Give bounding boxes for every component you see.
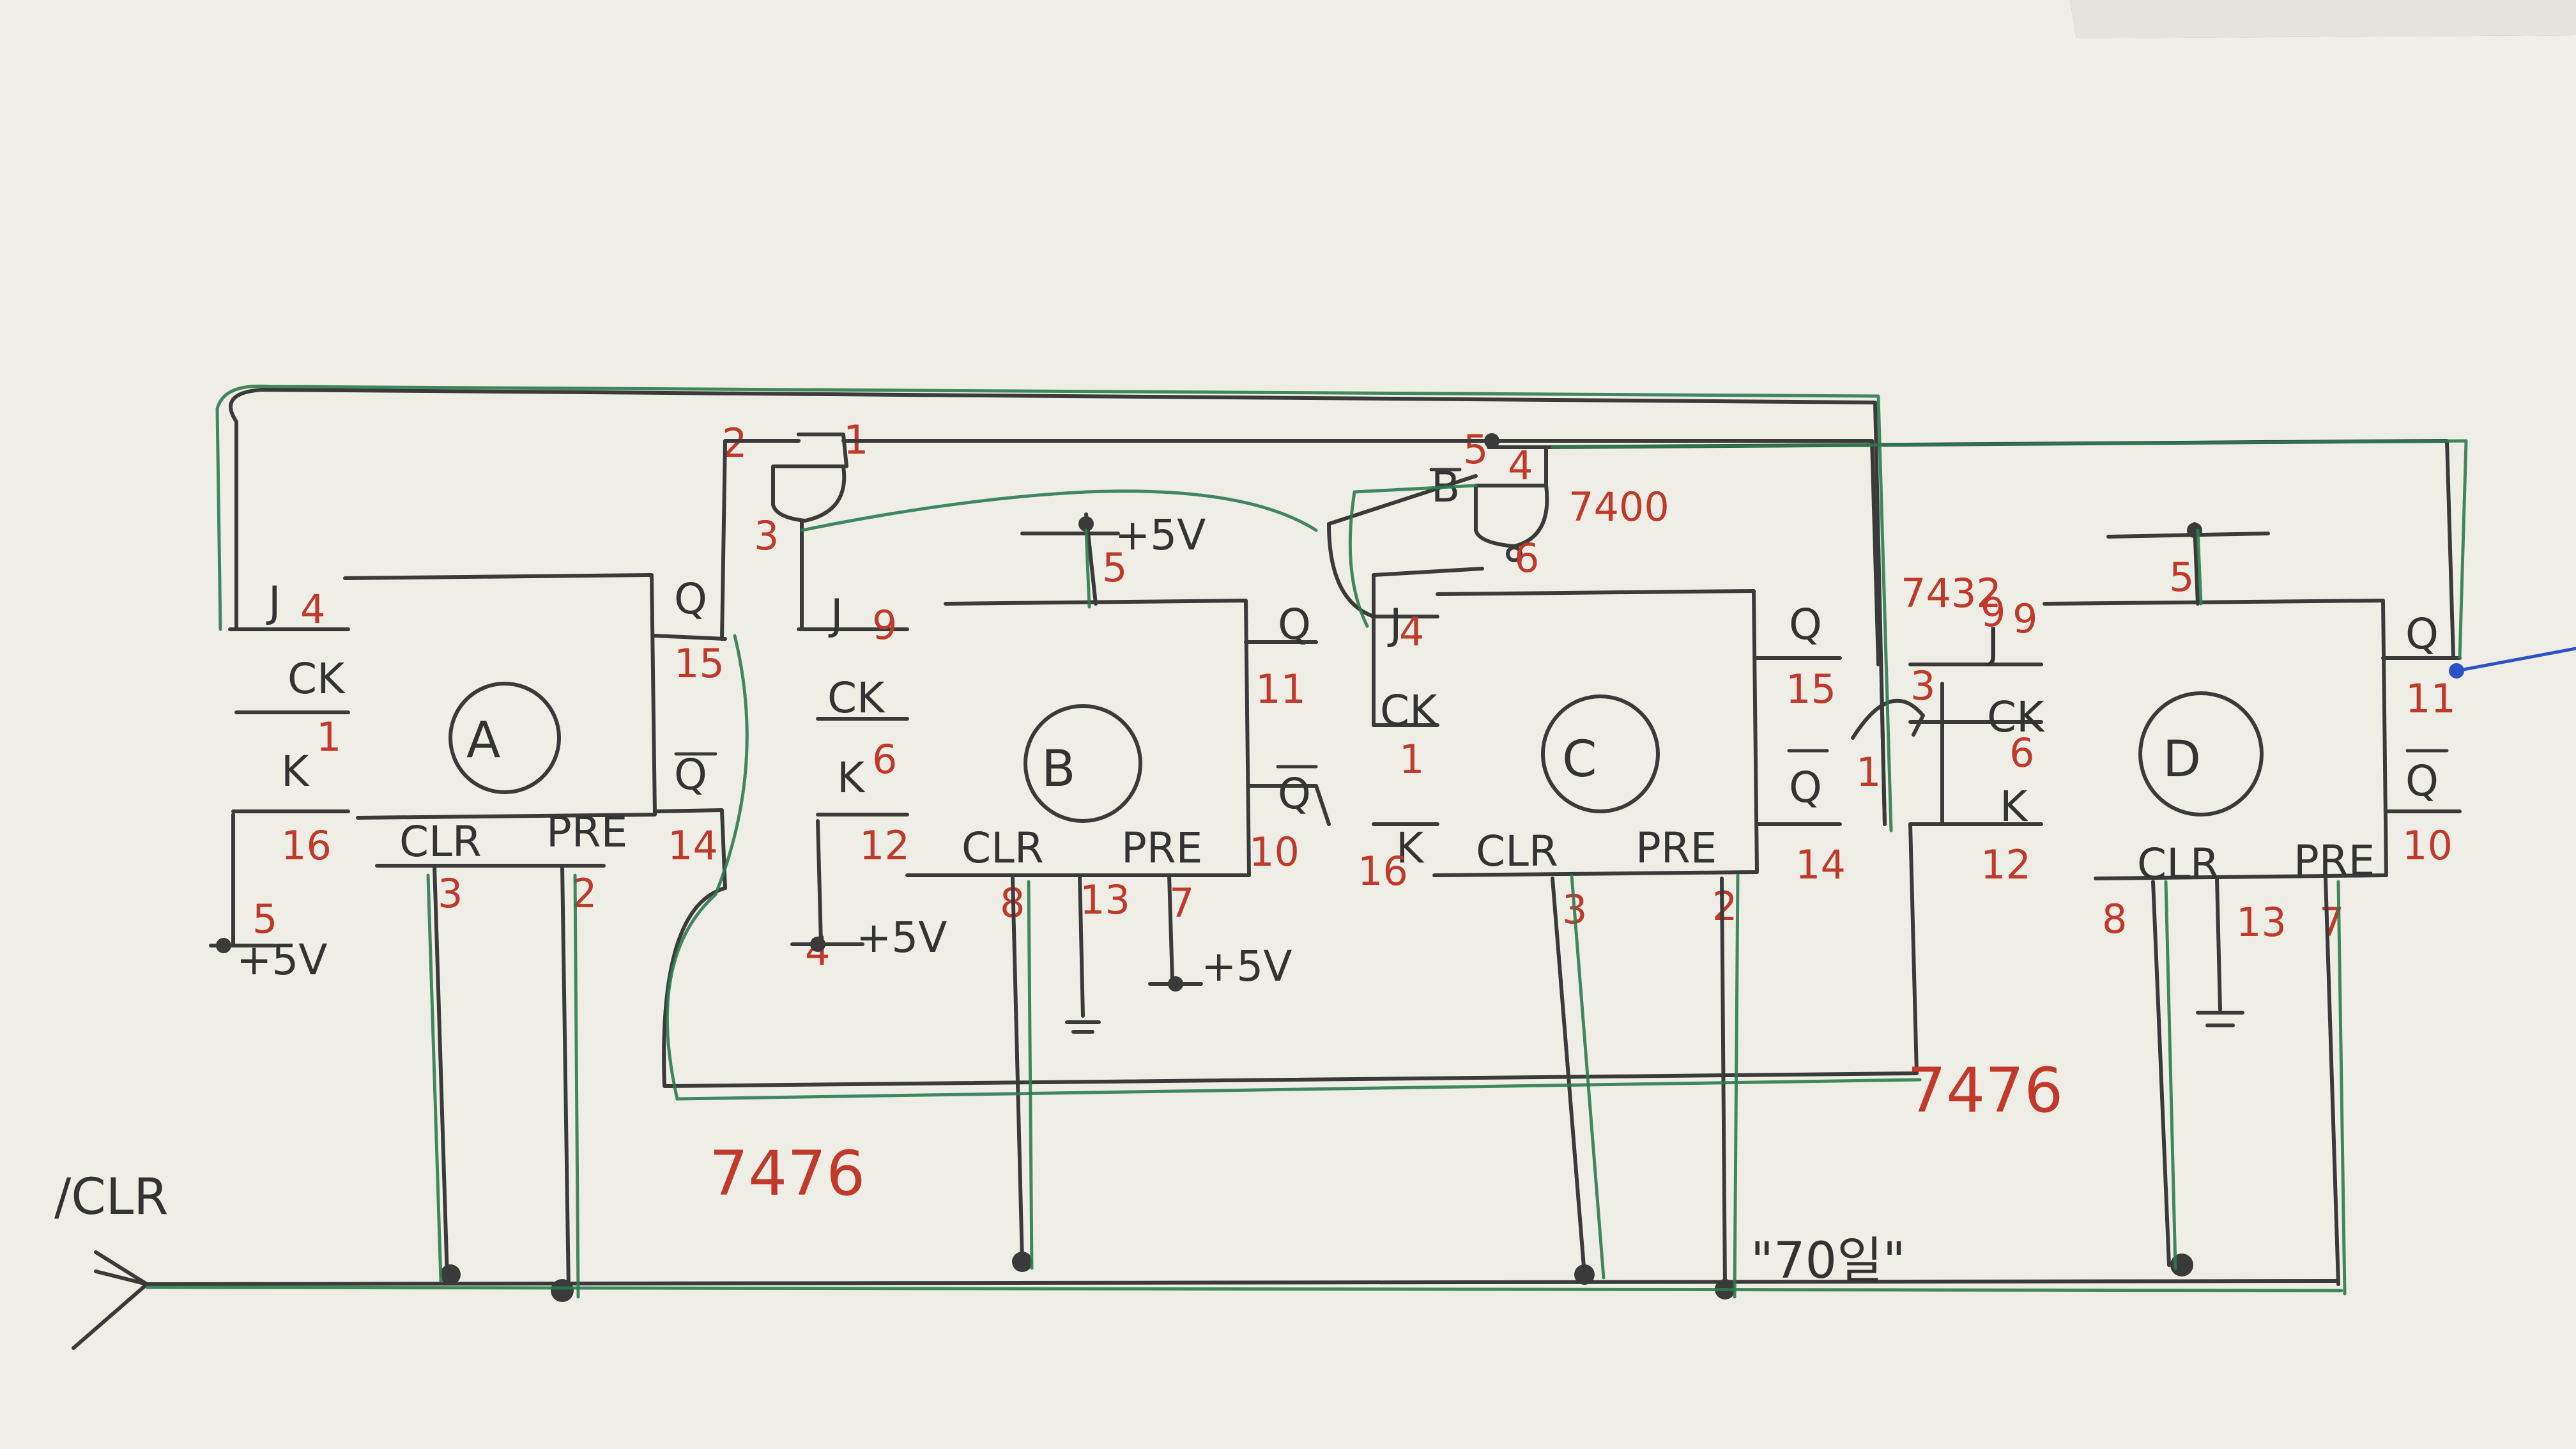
flipflop-b-k-vcc-label: +5V [856,913,947,962]
flipflop-b-pre-vcc-label: +5V [1201,942,1292,991]
and-gate-1-pin-out: 3 [754,512,779,559]
flipflop-b-qbar: Q [1278,769,1311,818]
flipflop-d-pin-qbar: 10 [2402,822,2453,869]
flipflop-b-ck: CK [827,673,885,723]
flipflop-a-pin-ck: 1 [316,714,341,760]
flipflop-d-pin-ck: 6 [2009,730,2034,776]
flipflop-a-q: Q [674,574,707,624]
flipflop-d-pin-q: 11 [2405,675,2456,722]
flipflop-b-pin-pre: 7 [1169,880,1194,926]
flipflop-b-k: K [837,753,866,802]
flipflop-b-pre: PRE [1121,824,1202,873]
ic-label-right: 7476 [1907,1055,2063,1126]
flipflop-d-j: J [1984,619,1999,668]
flipflop-b-pin-gnd: 13 [1080,877,1130,923]
flipflop-c-pin-pre: 2 [1712,883,1737,930]
flipflop-a-pin-qbar: 14 [668,822,718,869]
flipflop-d-qbar: Q [2405,756,2439,806]
flipflop-c-pin-k: 16 [1358,848,1408,894]
flipflop-c-pin-q: 15 [1786,666,1836,712]
output-wire [2455,647,2576,673]
flipflop-a-pin-k: 16 [281,822,332,869]
flipflop-d-clr: CLR [2137,839,2220,889]
flipflop-b-pin-qbar: 10 [1249,829,1300,875]
nand-gate-pin-6: 6 [1514,535,1539,581]
flipflop-c-qbar: Q [1789,763,1822,812]
flipflop-d-pin-k: 12 [1981,841,2031,888]
flipflop-a-pin-j: 4 [300,586,325,632]
flipflop-c-pin-j: 4 [1399,608,1424,655]
flipflop-c-name: C [1562,731,1597,788]
flipflop-b-pin-k: 12 [859,822,910,869]
flipflop-d-q: Q [2405,610,2439,659]
flipflop-b-pin-q: 11 [1255,666,1306,712]
or-gate-pin-9: 9 [1981,589,2005,636]
flipflop-a-qbar: Q [674,750,707,799]
flipflop-a-clr: CLR [399,817,482,866]
flipflop-a: A J CK K Q Q CLR PRE 4 1 16 15 14 3 2 5 … [209,573,727,985]
flipflop-a-name: A [466,712,500,769]
flipflop-d-k: K [2000,782,2028,831]
flipflop-d-pin-clr: 8 [2102,896,2127,942]
flipflop-d-pin-vcc: 5 [2169,554,2194,601]
ic-label-left: 7476 [709,1138,865,1209]
flipflop-d: D J CK K Q Q CLR PRE 9 6 12 11 10 8 13 7… [1908,522,2462,1027]
flipflop-b: B J CK K Q Q CLR PRE 9 6 12 11 10 8 13 7… [790,510,1318,1034]
nand-gate-pin-5: 5 [1463,426,1488,473]
flipflop-b-pin-ck: 6 [872,736,897,783]
flipflop-a-k: K [281,747,310,796]
flipflop-c-k: K [1396,824,1425,873]
flipflop-a-vcc-label: +5V [236,935,327,985]
flipflop-d-pin-j: 9 [2012,595,2037,642]
flipflop-b-pin-j: 9 [872,602,897,648]
flipflop-c-ck: CK [1380,686,1438,735]
flipflop-a-pin-clr: 3 [438,870,463,917]
flipflop-b-name: B [1041,740,1076,798]
flipflop-c-clr: CLR [1476,827,1558,876]
flipflop-c-q: Q [1789,600,1822,649]
annotation-quote: "70일" [1751,1232,1906,1290]
flipflop-b-j: J [828,590,843,640]
flipflop-c-pre: PRE [1636,824,1717,873]
flipflop-b-clr: CLR [962,824,1044,873]
wiring-green [145,384,2468,1299]
flipflop-b-q: Q [1278,600,1311,649]
flipflop-a-pin-q: 15 [674,640,724,687]
flipflop-b-vcc-label: +5V [1115,510,1206,560]
flipflop-a-j: J [266,578,280,627]
flipflop-c-pin-qbar: 14 [1795,841,1846,888]
nand-gate-pin-4: 4 [1508,442,1533,489]
nand-gate-label: 7400 [1568,484,1669,530]
flipflop-b-pin-vcc: 5 [1102,544,1127,591]
flipflop-c-pin-ck: 1 [1399,736,1424,783]
clr-input-label: /CLR [54,1169,168,1226]
flipflop-a-pre: PRE [546,808,627,857]
or-gate-label: 7432 [1901,570,2002,617]
flipflop-d-pin-gnd: 13 [2236,899,2287,946]
flipflop-a-pin-vcc: 5 [252,896,277,942]
flipflop-c-j: J [1387,600,1402,649]
flipflop-d-pre: PRE [2294,836,2375,885]
flipflop-d-ck: CK [1987,693,2045,742]
paper-sheet-back [2070,0,2576,38]
nand-gate-7400: B 5 4 6 7400 [1429,426,1669,581]
output-node [2449,663,2464,678]
flipflop-d-name: D [2163,731,2201,788]
or-gate-pin-1: 1 [1856,749,1881,795]
flipflop-a-ck: CK [288,654,346,703]
or-gate-pin-3: 3 [1910,663,1935,709]
